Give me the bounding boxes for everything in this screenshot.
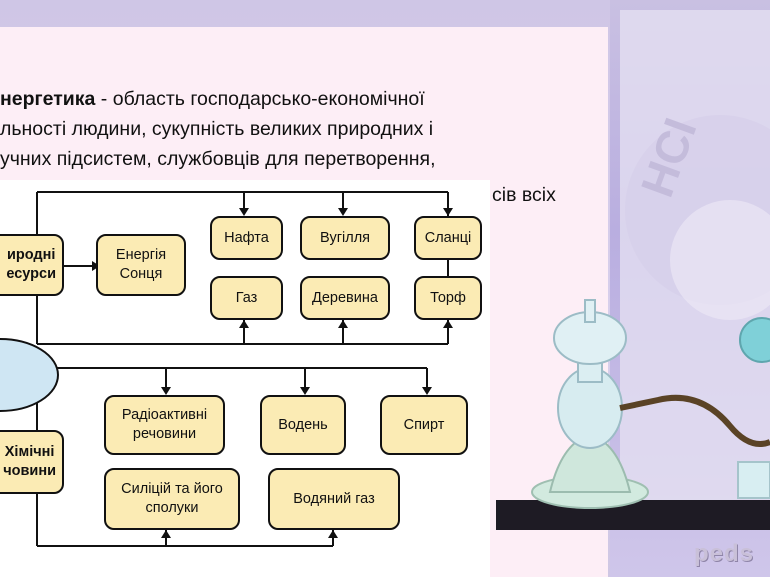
box-radioactive-substances: Радіоактивні речовини bbox=[104, 395, 225, 455]
definition-line1: - область господарсько-економічної bbox=[95, 88, 425, 110]
box-chemical-substances: Хімічні човини bbox=[0, 430, 64, 494]
decorative-panel: HCI bbox=[610, 0, 770, 577]
energy-resources-diagram: иродні есурси Енергія Сонця Нафта Вугілл… bbox=[0, 180, 490, 577]
lab-glassware-illustration bbox=[490, 30, 770, 577]
box-coal: Вугілля bbox=[300, 216, 390, 260]
box-silicon-compounds: Силіцій та його сполуки bbox=[104, 468, 240, 530]
box-hydrogen: Водень bbox=[260, 395, 346, 455]
box-alcohol: Спирт bbox=[380, 395, 468, 455]
diagram-connectors bbox=[0, 191, 453, 547]
energy-definition-text: нергетика - область господарсько-економі… bbox=[0, 84, 600, 174]
decorative-backdrop-illustration: HCI bbox=[610, 10, 770, 525]
box-oil: Нафта bbox=[210, 216, 283, 260]
watermark-text: peds bbox=[694, 540, 755, 567]
box-wood: Деревина bbox=[300, 276, 390, 320]
box-shale: Сланці bbox=[414, 216, 482, 260]
ellipse-shape bbox=[0, 338, 59, 412]
definition-line4-tail: сів всіх bbox=[492, 184, 556, 206]
box-natural-resources: иродні есурси bbox=[0, 234, 64, 296]
box-solar-energy: Енергія Сонця bbox=[96, 234, 186, 296]
term-energetics: нергетика bbox=[0, 88, 96, 110]
box-peat: Торф bbox=[414, 276, 482, 320]
flask-illustration bbox=[496, 299, 770, 530]
box-gas: Газ bbox=[210, 276, 283, 320]
box-water-gas: Водяний газ bbox=[268, 468, 400, 530]
definition-line2: льності людини, сукупність великих приро… bbox=[0, 118, 434, 140]
definition-line3: учних підсистем, службовців для перетвор… bbox=[0, 148, 436, 170]
